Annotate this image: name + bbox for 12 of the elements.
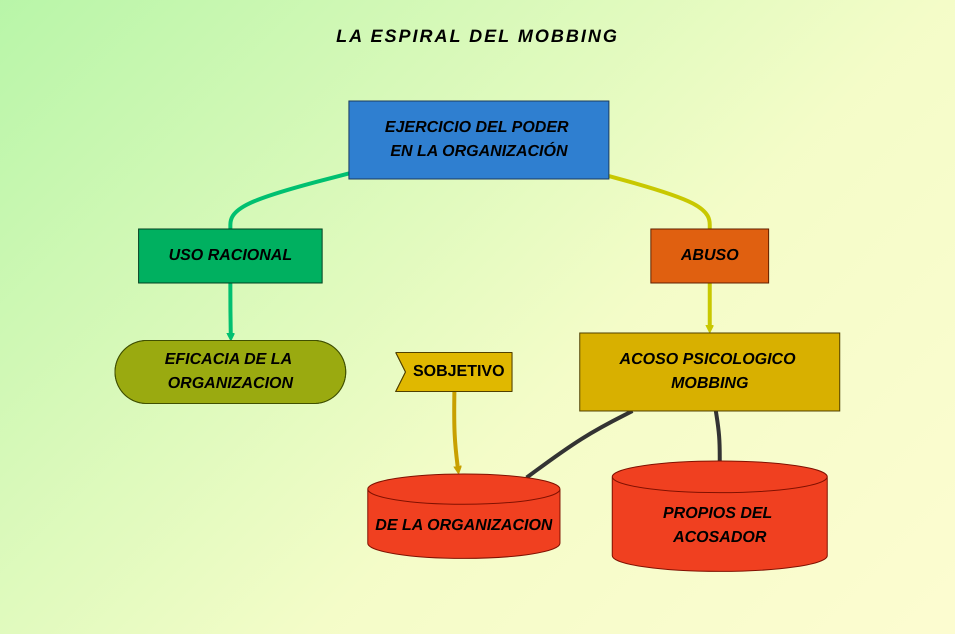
connector: [714, 410, 722, 461]
node-box: EJERCICIO DEL PODER EN LA ORGANIZACIÓN: [348, 100, 610, 180]
connector: [608, 174, 712, 229]
node-box: ACOSO PSICOLOGICO MOBBING: [579, 332, 840, 412]
arrow: [226, 282, 236, 342]
node-box: USO RACIONAL: [138, 228, 323, 284]
arrow: [452, 392, 462, 474]
connector: [525, 409, 634, 480]
node-box: ABUSO: [650, 228, 770, 284]
diagram-title: LA ESPIRAL DEL MOBBING: [335, 25, 620, 48]
arrow: [705, 282, 714, 334]
connector: [228, 171, 350, 229]
